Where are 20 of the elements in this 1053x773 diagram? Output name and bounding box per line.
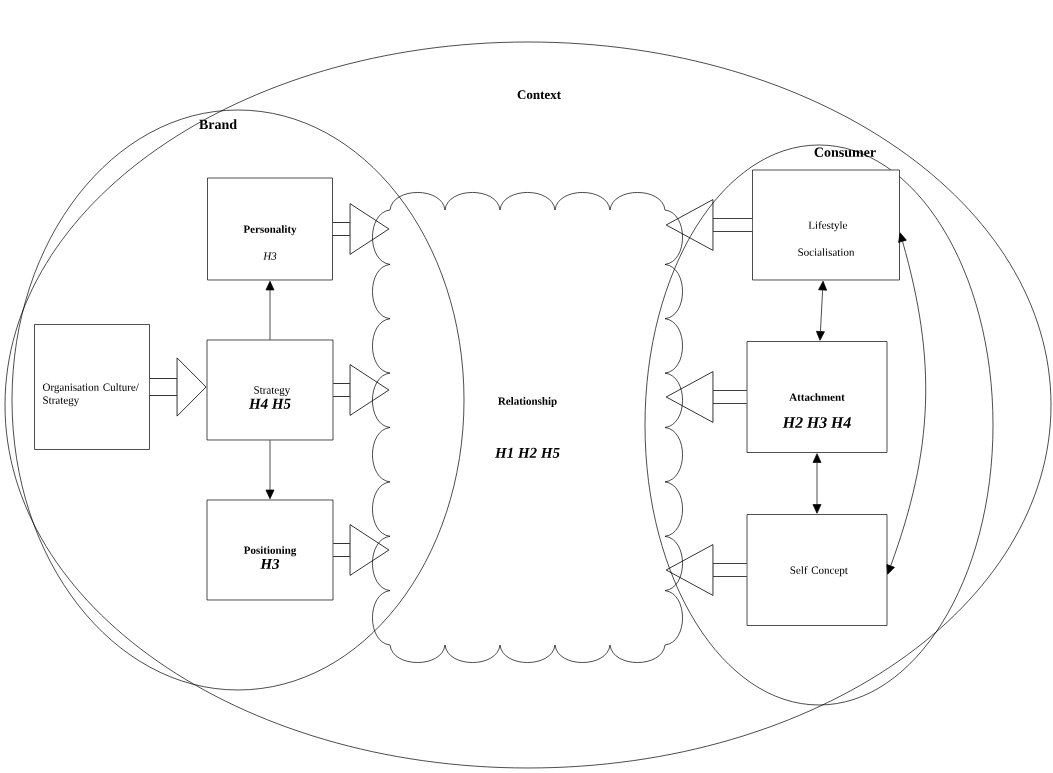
block-arrow [333, 524, 390, 576]
concept-box: Organisation Culture/ Strategy [34, 324, 150, 450]
relationship-cloud: Relationship H1 H2 H5 [372, 192, 683, 663]
arrow [265, 440, 275, 500]
block-arrow [332, 203, 390, 255]
curved-arrow [886, 232, 926, 575]
concept-box: Self Concept [746, 514, 888, 626]
arrow [812, 453, 822, 514]
concept-box: Lifestyle Socialisation [752, 169, 900, 281]
block-arrow [149, 357, 207, 417]
block-arrow [665, 544, 747, 596]
concept-box: Attachment H2 H3 H4 [746, 341, 888, 453]
block-arrow [333, 364, 390, 416]
block-arrow [665, 371, 747, 423]
arrow [265, 280, 275, 340]
concept-box: Positioning H3 [206, 499, 334, 601]
arrow [816, 280, 827, 341]
block-arrow [665, 199, 753, 251]
concept-box: Personality H3 [207, 177, 333, 281]
concept-box: Strategy H4 H5 [206, 339, 334, 441]
